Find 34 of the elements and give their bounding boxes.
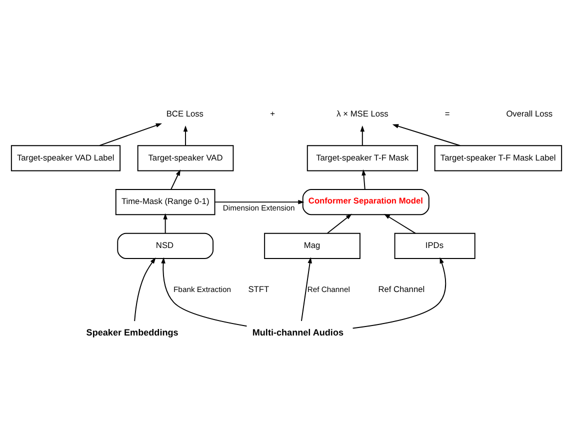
arrow: [300, 257, 312, 322]
arrow: [360, 125, 365, 146]
node-box: NSD: [117, 232, 214, 259]
node-box: Time-Mask (Range 0-1): [115, 189, 216, 216]
arrow: [163, 213, 168, 234]
node-box: Target-speaker VAD Label: [10, 145, 121, 172]
node-box: IPDs: [394, 232, 476, 259]
label: STFT: [248, 284, 270, 294]
node-text: Overall Loss: [506, 108, 553, 118]
edge-label: Dimension Extension: [222, 203, 295, 212]
arrow: [134, 258, 156, 322]
arrow: [327, 214, 352, 234]
label: +: [270, 108, 276, 118]
arrow: [183, 125, 188, 146]
node-box: Target-speaker T-F Mask: [306, 145, 418, 172]
node-box: Mag: [264, 232, 360, 259]
node-box: Target-speaker T-F Mask Label: [434, 145, 562, 172]
arrow: [352, 257, 446, 329]
node-text: BCE Loss: [166, 108, 204, 118]
label: =: [444, 108, 450, 118]
edge-label: Fbank Extraction: [174, 284, 231, 294]
label: Ref Channel: [378, 284, 425, 294]
node-text: Speaker Embeddings: [86, 327, 178, 338]
arrow: [362, 169, 366, 190]
arrow: [392, 124, 461, 146]
edge-label: Ref Channel: [307, 284, 350, 294]
arrow: [214, 200, 304, 204]
node-text: Multi-channel Audios: [252, 327, 344, 338]
arrow: [170, 170, 180, 190]
node-box: Conformer Separation Model: [302, 189, 430, 216]
arrow: [161, 257, 248, 327]
arrow: [98, 123, 162, 146]
node-box: Target-speaker VAD: [137, 145, 234, 172]
node-text: λ × MSE Loss: [336, 108, 388, 118]
